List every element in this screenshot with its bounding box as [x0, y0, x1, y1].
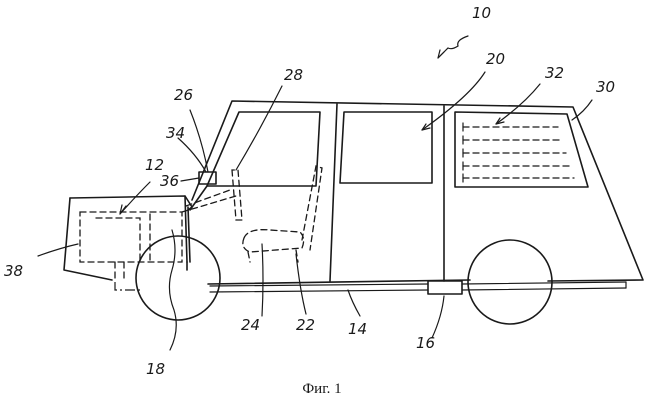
ref-28: 28 — [284, 66, 303, 84]
steering-column — [232, 170, 242, 220]
rear-wheel — [468, 240, 552, 324]
ref-36: 36 — [160, 172, 179, 190]
ref-30: 30 — [596, 78, 615, 96]
ref-34: 34 — [166, 124, 185, 142]
ref-22: 22 — [296, 316, 315, 334]
driver-seat — [243, 166, 322, 262]
wheels — [136, 236, 552, 324]
ref-18: 18 — [146, 360, 165, 378]
ref-10: 10 — [472, 4, 491, 22]
ref-32: 32 — [545, 64, 564, 82]
figure-caption: Фиг. 1 — [302, 381, 341, 397]
rear-window-display-lines — [463, 123, 574, 182]
engine-components — [80, 190, 236, 280]
motor-leader — [169, 230, 176, 350]
ref-12: 12 — [145, 156, 164, 174]
ref-26: 26 — [174, 86, 193, 104]
ref-16: 16 — [416, 334, 435, 352]
ref-20: 20 — [486, 50, 505, 68]
windows — [207, 112, 588, 187]
front-wheel — [136, 236, 220, 320]
ref-14: 14 — [348, 320, 367, 338]
ref-38: 38 — [4, 262, 23, 280]
vehicle-body — [187, 101, 643, 284]
drive-shaft — [115, 282, 626, 292]
ref-24: 24 — [241, 316, 260, 334]
battery-unit — [428, 281, 462, 294]
